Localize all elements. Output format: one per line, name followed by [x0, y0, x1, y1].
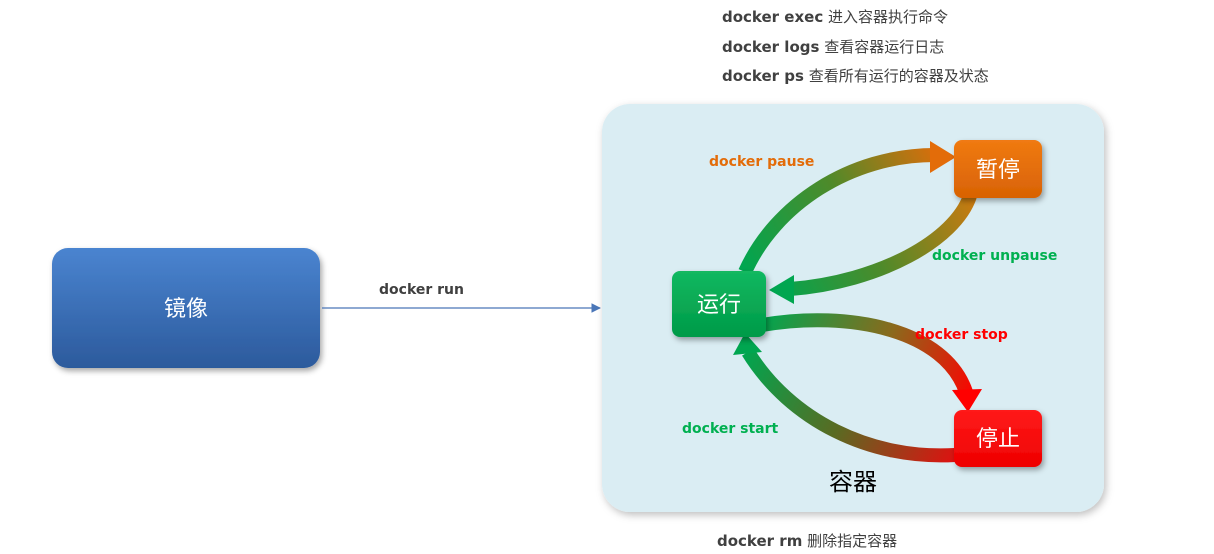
- unpause-arrowhead: [769, 275, 794, 304]
- pause-label: docker pause: [709, 154, 814, 170]
- paused-node: [954, 140, 1042, 198]
- exec-command: docker exec: [722, 8, 824, 26]
- exec-command-line: docker exec 进入容器执行命令: [722, 6, 948, 27]
- unpause-arrow: [789, 193, 977, 296]
- unpause-label: docker unpause: [932, 248, 1057, 264]
- rm-description: 删除指定容器: [807, 532, 898, 550]
- running-node: [672, 271, 766, 337]
- stop-label: docker stop: [915, 327, 1008, 343]
- start-arrowhead: [733, 333, 762, 355]
- logs-command: docker logs: [722, 38, 820, 56]
- logs-command-line: docker logs 查看容器运行日志: [722, 36, 944, 57]
- start-label: docker start: [682, 421, 779, 437]
- stopped-node: [954, 410, 1042, 467]
- exec-description: 进入容器执行命令: [828, 8, 949, 26]
- stopped-node-label: 停止: [976, 427, 1020, 452]
- running-node-label: 运行: [697, 293, 741, 318]
- stop-arrowhead: [952, 389, 982, 412]
- paused-node-label: 暂停: [976, 158, 1020, 183]
- rm-command-line: docker rm 删除指定容器: [717, 530, 897, 551]
- ps-command: docker ps: [722, 67, 804, 85]
- ps-command-line: docker ps 查看所有运行的容器及状态: [722, 65, 989, 86]
- stop-arrow: [760, 313, 973, 395]
- pause-arrowhead: [930, 141, 956, 173]
- container-label: 容器: [829, 468, 877, 496]
- image-node-label: 镜像: [164, 297, 208, 322]
- run-label: docker run: [379, 282, 464, 298]
- image-node: [52, 248, 320, 368]
- start-arrow: [742, 348, 956, 463]
- logs-description: 查看容器运行日志: [824, 38, 945, 56]
- rm-command: docker rm: [717, 532, 803, 550]
- ps-description: 查看所有运行的容器及状态: [808, 67, 989, 85]
- pause-arrow: [738, 148, 936, 275]
